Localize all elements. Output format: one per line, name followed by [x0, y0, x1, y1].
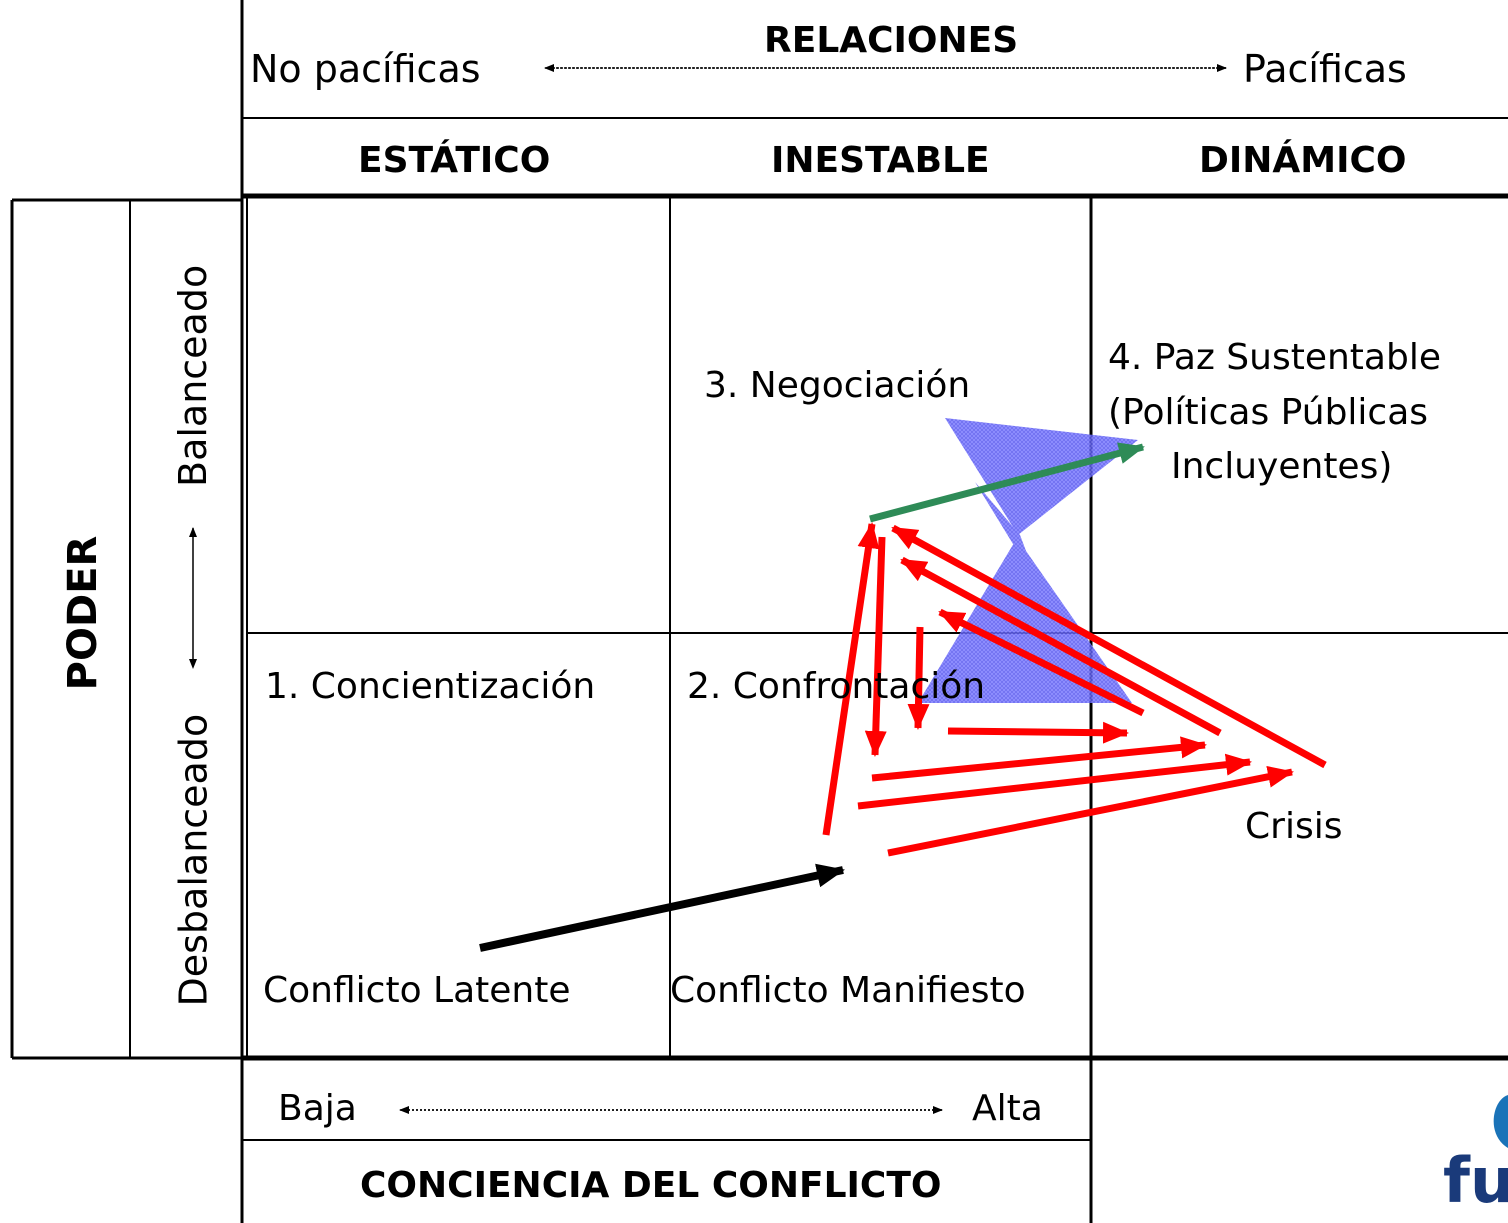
stage-3-label: 3. Negociación	[704, 365, 971, 406]
red-arrow	[907, 626, 930, 730]
red-arrow	[871, 736, 1207, 782]
poder-low-label: Desbalanceado	[171, 713, 216, 1007]
poder-title: PODER	[60, 535, 106, 691]
header-grid	[240, 0, 1508, 1223]
red-arrow	[891, 524, 1327, 769]
relaciones-title: RELACIONES	[764, 20, 1019, 61]
column-header-estatico: ESTÁTICO	[358, 140, 551, 181]
red-arrow	[938, 608, 1145, 717]
conciencia-title: CONCIENCIA DEL CONFLICTO	[360, 1165, 942, 1206]
green-arrow-to-peace	[869, 442, 1145, 523]
latent-conflict-label: Conflicto Latente	[263, 970, 571, 1011]
logo-text: fu	[1443, 1144, 1508, 1217]
red-arrow	[900, 556, 1222, 737]
conciencia-high-label: Alta	[972, 1088, 1043, 1129]
red-arrow	[887, 765, 1294, 857]
conciencia-low-label: Baja	[278, 1088, 357, 1129]
stage-2-label: 2. Confrontación	[687, 666, 986, 707]
crisis-cycle-arrows	[822, 522, 1327, 857]
funnel-lower	[918, 538, 1132, 703]
logo	[1493, 1095, 1508, 1148]
poder-box	[10, 198, 242, 1060]
column-header-dinamico: DINÁMICO	[1199, 140, 1407, 181]
crisis-label: Crisis	[1245, 806, 1343, 847]
column-header-inestable: INESTABLE	[771, 140, 990, 181]
stage-4-line3: Incluyentes)	[1171, 446, 1393, 487]
manifest-conflict-label: Conflicto Manifiesto	[670, 970, 1026, 1011]
stage-4-line1: 4. Paz Sustentable	[1108, 337, 1441, 378]
relaciones-right-label: Pacíficas	[1243, 47, 1407, 91]
stage-1-label: 1. Concientización	[265, 666, 596, 707]
red-arrow	[947, 721, 1129, 744]
red-arrow	[857, 753, 1252, 810]
black-arrow-latent-to-manifest	[479, 863, 845, 952]
red-arrow	[822, 522, 880, 836]
relaciones-left-label: No pacíficas	[250, 47, 481, 91]
poder-high-label: Balanceado	[171, 264, 215, 487]
stage-4-line2: (Políticas Públicas	[1108, 392, 1429, 433]
red-arrow	[864, 536, 887, 757]
